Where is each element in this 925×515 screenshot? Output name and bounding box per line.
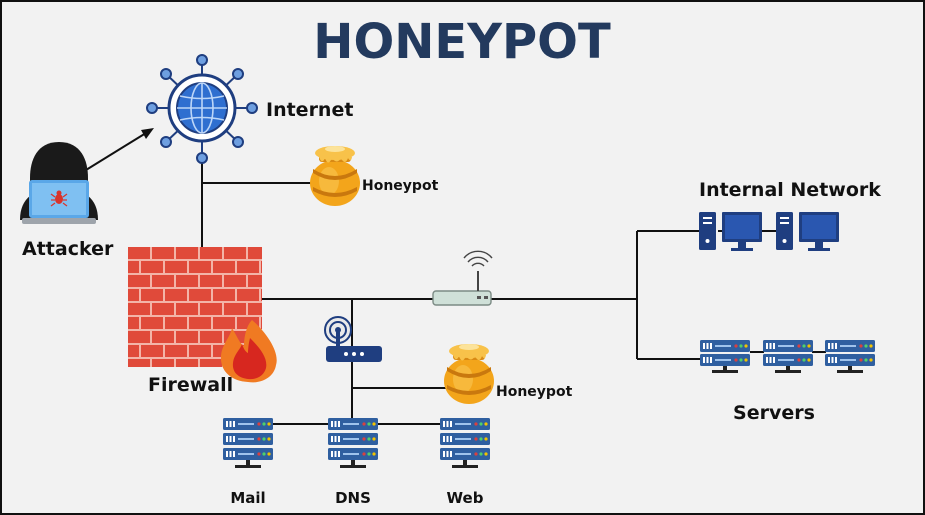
brick xyxy=(128,275,150,287)
brick xyxy=(189,345,211,357)
brick xyxy=(176,275,198,287)
brick xyxy=(213,317,235,329)
brick xyxy=(141,345,163,357)
internal-network-label: Internal Network xyxy=(699,179,881,201)
brick xyxy=(152,359,174,367)
brick xyxy=(141,261,163,273)
server-rack-3-icon xyxy=(825,340,875,373)
attack-arrow xyxy=(85,128,154,171)
brick xyxy=(141,289,163,301)
dns-server-icon xyxy=(328,418,378,468)
hooded-hacker-icon xyxy=(20,142,98,224)
brick xyxy=(152,275,174,287)
brick xyxy=(189,289,211,301)
brick xyxy=(141,317,163,329)
brick xyxy=(200,303,222,315)
brick xyxy=(128,317,139,329)
internet-globe-icon xyxy=(146,54,258,164)
brick-wall-fire-icon xyxy=(128,247,277,383)
brick xyxy=(248,303,262,315)
brick xyxy=(176,359,198,367)
brick xyxy=(165,345,187,357)
brick xyxy=(200,359,222,367)
brick xyxy=(248,247,262,259)
brick xyxy=(165,261,187,273)
router-dmz-icon xyxy=(324,316,382,362)
brick xyxy=(176,247,198,259)
firewall-label: Firewall xyxy=(148,374,233,396)
brick xyxy=(224,247,246,259)
brick xyxy=(248,275,262,287)
web-label: Web xyxy=(447,489,484,507)
page-title: HONEYPOT xyxy=(313,14,611,70)
brick xyxy=(176,303,198,315)
servers-label: Servers xyxy=(733,402,815,424)
server-rack-2-icon xyxy=(763,340,813,373)
brick xyxy=(176,331,198,343)
honeypot-top-icon xyxy=(310,146,360,206)
brick xyxy=(237,261,259,273)
brick xyxy=(128,331,150,343)
brick xyxy=(165,317,187,329)
brick xyxy=(128,359,150,367)
brick xyxy=(237,289,259,301)
mail-label: Mail xyxy=(230,489,265,507)
brick xyxy=(128,261,139,273)
honeypot-bottom-icon xyxy=(444,344,494,404)
server-rack-1-icon xyxy=(700,340,750,373)
brick xyxy=(152,303,174,315)
brick xyxy=(128,289,139,301)
brick xyxy=(200,247,222,259)
brick xyxy=(128,345,139,357)
brick xyxy=(224,275,246,287)
dns-label: DNS xyxy=(335,489,371,507)
brick xyxy=(152,247,174,259)
attacker-label: Attacker xyxy=(22,238,114,260)
brick xyxy=(189,261,211,273)
router-main-icon xyxy=(432,250,493,306)
brick xyxy=(224,303,246,315)
brick xyxy=(261,317,262,329)
honeypot-top-label: Honeypot xyxy=(362,178,439,194)
brick xyxy=(261,289,262,301)
brick xyxy=(261,261,262,273)
honeypot-bottom-label: Honeypot xyxy=(496,384,573,400)
internal-computer-1-icon xyxy=(699,212,762,251)
brick xyxy=(165,289,187,301)
internal-computer-2-icon xyxy=(776,212,839,251)
brick xyxy=(128,247,150,259)
brick xyxy=(189,317,211,329)
brick xyxy=(213,261,235,273)
brick xyxy=(152,331,174,343)
internet-label: Internet xyxy=(266,99,353,121)
brick xyxy=(128,303,150,315)
brick xyxy=(200,331,222,343)
mail-server-icon xyxy=(223,418,273,468)
brick xyxy=(200,275,222,287)
brick xyxy=(213,289,235,301)
web-server-icon xyxy=(440,418,490,468)
